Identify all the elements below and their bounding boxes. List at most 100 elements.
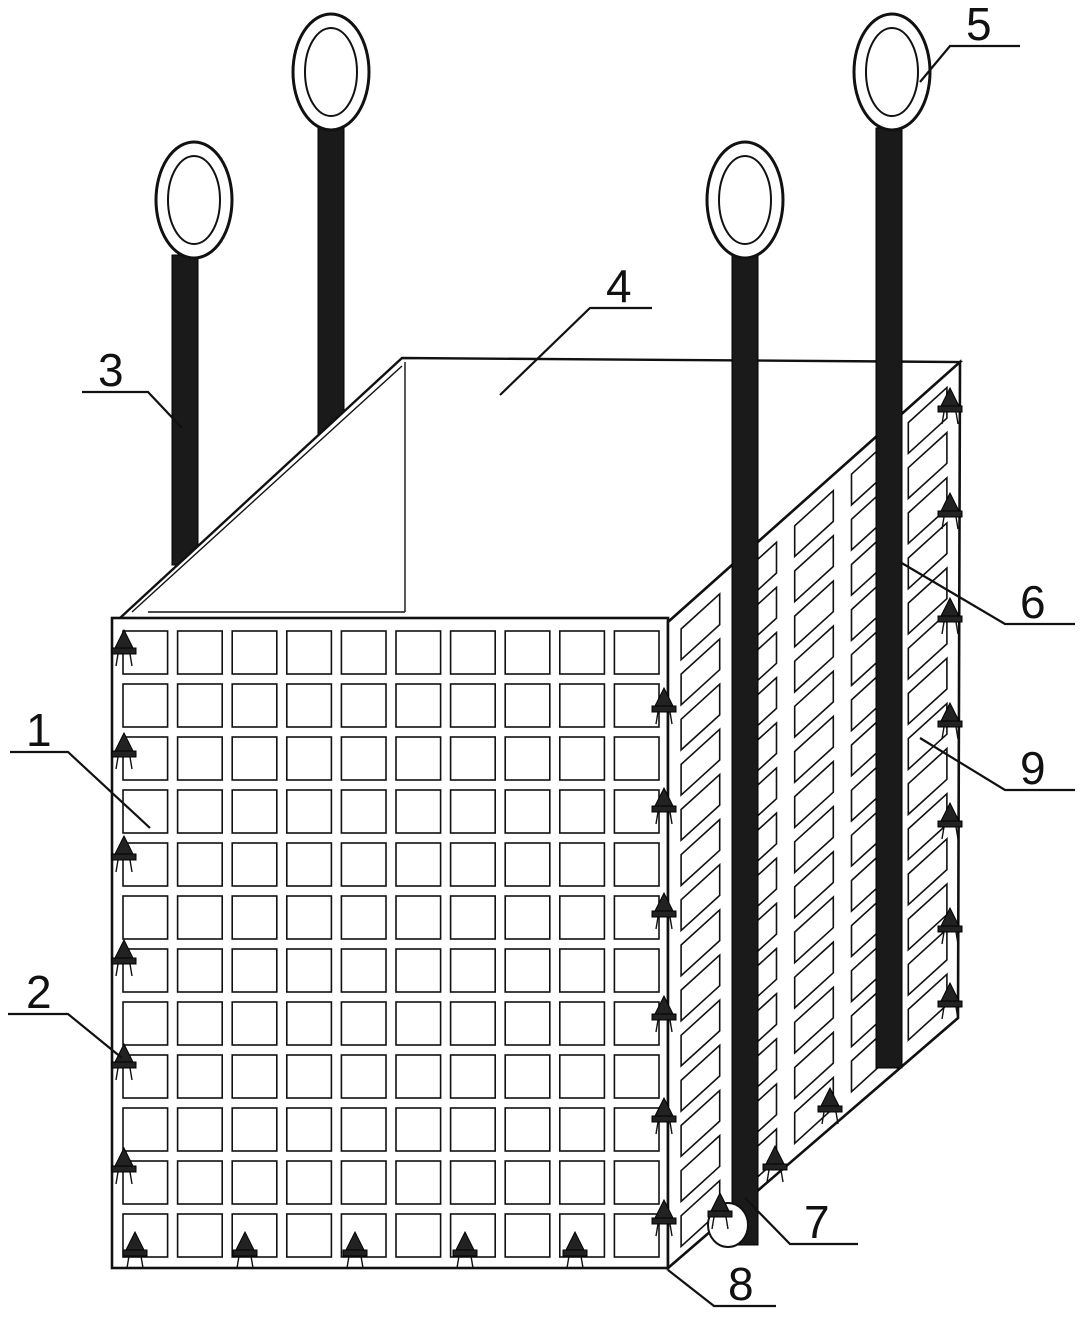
mesh-cell — [680, 1043, 721, 1113]
mesh-cell — [395, 1054, 442, 1099]
clip — [937, 491, 963, 530]
mesh-cell — [340, 1054, 387, 1099]
mesh-cell — [449, 1054, 497, 1099]
mesh-cell — [176, 1001, 224, 1046]
mesh-cell — [680, 772, 721, 843]
mesh-cell — [340, 1160, 387, 1205]
mesh-cell — [504, 1213, 551, 1258]
clip — [651, 786, 677, 825]
back-right-strap — [852, 12, 932, 1069]
mesh-cell — [340, 1001, 387, 1046]
mesh-cell — [558, 1160, 606, 1205]
mesh-cell — [558, 736, 606, 781]
mesh-cell — [793, 488, 835, 559]
clip — [111, 628, 137, 667]
clip — [452, 1230, 478, 1269]
mesh-cell — [340, 948, 387, 993]
mesh-cell — [558, 1001, 606, 1046]
mesh-cell — [793, 669, 835, 739]
mesh-cell — [907, 746, 948, 817]
mesh-cell — [793, 895, 835, 965]
mesh-cell — [680, 817, 721, 888]
mesh-cell — [558, 683, 606, 728]
mesh-cell — [449, 948, 497, 993]
mesh-cell — [504, 1054, 551, 1099]
callout-4: 4 — [606, 260, 632, 312]
mesh-cell — [176, 789, 224, 834]
back-left-strap — [154, 140, 234, 566]
mesh-cell — [558, 1107, 606, 1152]
mesh-cell — [340, 1107, 387, 1152]
mesh-cell — [176, 948, 224, 993]
mesh-cell — [285, 789, 333, 834]
mesh-cell — [285, 1001, 333, 1046]
clip — [111, 731, 137, 770]
clip — [937, 701, 963, 740]
clip — [937, 386, 963, 425]
mesh-cell — [504, 683, 551, 728]
clip — [651, 686, 677, 725]
callout-8: 8 — [728, 1258, 754, 1310]
mesh-cell — [176, 736, 224, 781]
mesh-cell — [793, 940, 835, 1010]
mesh-cell — [395, 948, 442, 993]
mesh-cell — [613, 1160, 660, 1205]
mesh-cell — [285, 842, 333, 887]
mesh-cell — [680, 998, 721, 1068]
mesh-cell — [793, 533, 835, 604]
mesh-cell — [122, 683, 169, 728]
clip — [111, 938, 137, 977]
mesh-cell — [449, 630, 497, 675]
clip — [111, 1146, 137, 1185]
mesh-cell — [285, 1054, 333, 1099]
mesh-cell — [558, 630, 606, 675]
mesh-cell — [285, 1107, 333, 1152]
binding-clips — [111, 386, 963, 1269]
clip — [937, 906, 963, 945]
mesh-cell — [176, 1107, 224, 1152]
mesh-cell — [793, 1030, 835, 1101]
mesh-cell — [176, 1160, 224, 1205]
mesh-cell — [680, 862, 721, 933]
mesh-cell — [449, 789, 497, 834]
mesh-cell — [449, 895, 497, 940]
mesh-cell — [613, 630, 660, 675]
mesh-cell — [285, 895, 333, 940]
mesh-cell — [395, 1160, 442, 1205]
clip — [651, 891, 677, 930]
callout-1: 1 — [26, 704, 52, 756]
mesh-cell — [613, 1054, 660, 1099]
mesh-cell — [340, 842, 387, 887]
mesh-cell — [793, 624, 835, 694]
mesh-cell — [449, 1107, 497, 1152]
mesh-cell — [340, 895, 387, 940]
clip — [111, 1042, 137, 1081]
clip — [707, 1191, 733, 1230]
clip — [122, 1230, 148, 1269]
front-mesh-panel — [110, 616, 670, 1270]
mesh-cell — [395, 683, 442, 728]
mesh-cell — [793, 759, 835, 830]
mesh-cell — [907, 837, 948, 907]
clip — [111, 834, 137, 873]
mesh-cell — [558, 948, 606, 993]
mesh-cell — [231, 948, 278, 993]
clip — [762, 1144, 788, 1183]
mesh-cell — [680, 1133, 721, 1204]
mesh-cell — [176, 630, 224, 675]
mesh-cell — [504, 1160, 551, 1205]
mesh-cell — [176, 842, 224, 887]
mesh-cell — [504, 842, 551, 887]
mesh-cell — [395, 736, 442, 781]
mesh-cell — [558, 789, 606, 834]
mesh-cell — [680, 1088, 721, 1159]
mesh-cell — [122, 1160, 169, 1205]
mesh-cell — [793, 714, 835, 785]
mesh-cell — [907, 430, 948, 501]
clip — [342, 1230, 368, 1269]
callout-2: 2 — [26, 966, 52, 1018]
clip — [651, 1096, 677, 1135]
mesh-cell — [613, 948, 660, 993]
mesh-cell — [907, 611, 948, 681]
